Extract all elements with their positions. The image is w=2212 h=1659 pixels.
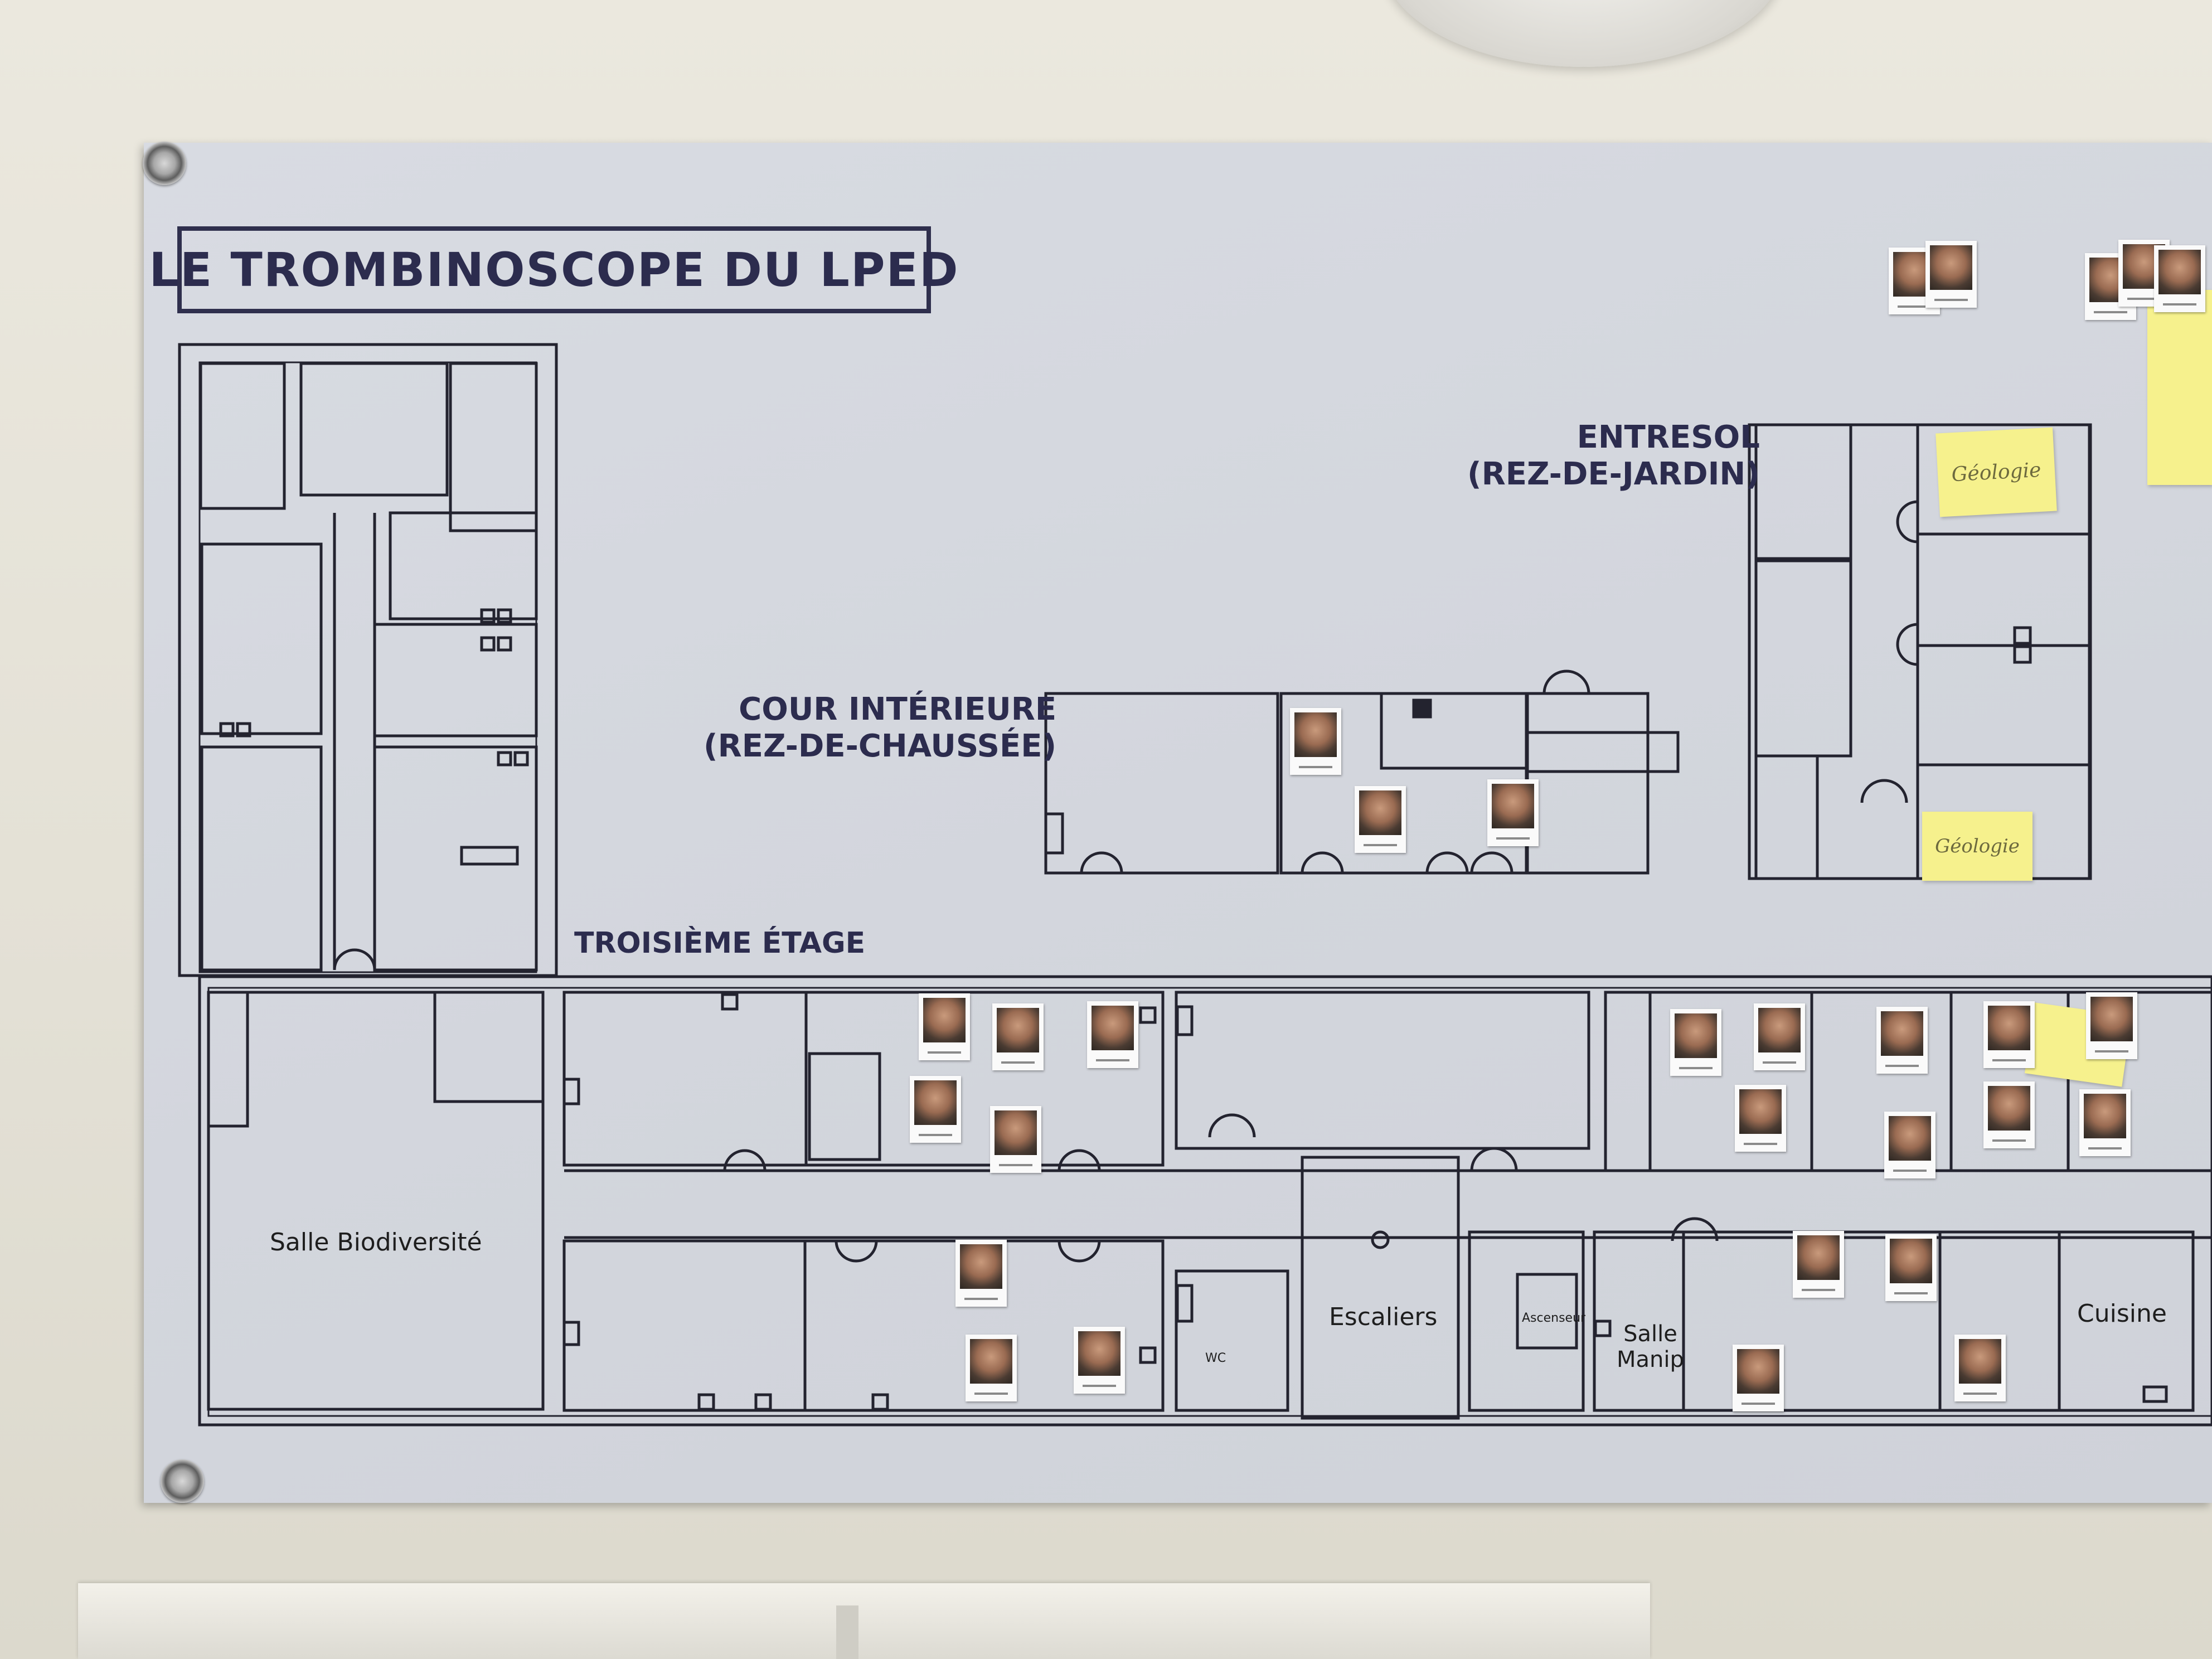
portrait-photo — [955, 1240, 1007, 1307]
portrait-photo — [910, 1076, 961, 1143]
label-entresol: ENTRESOL (REZ-DE-JARDIN) — [1467, 419, 1760, 493]
label-cour-line1: COUR INTÉRIEURE — [739, 691, 1057, 727]
room-cuisine: Cuisine — [2077, 1299, 2167, 1328]
radiator — [78, 1583, 1650, 1659]
room-salle-biodiversite: Salle Biodiversité — [270, 1228, 482, 1257]
radiator-pipe — [836, 1605, 858, 1659]
label-troisieme-etage: TROISIÈME ÉTAGE — [574, 926, 866, 960]
portrait-photo — [1925, 241, 1977, 308]
room-wc: WC — [1205, 1351, 1226, 1365]
portrait-photo — [1954, 1335, 2006, 1401]
portrait-photo — [992, 1003, 1044, 1070]
portrait-photo — [1885, 1234, 1937, 1301]
portrait-photo — [1793, 1231, 1844, 1298]
portrait-photo — [1355, 786, 1406, 853]
poster-title: LE TROMBINOSCOPE DU LPED — [149, 242, 959, 297]
portrait-photo — [1087, 1001, 1138, 1068]
sticky-note-geologie-top: Géologie — [1936, 427, 2057, 517]
portrait-photo — [1487, 779, 1539, 846]
portrait-photo — [919, 993, 970, 1060]
plan-third-floor — [198, 975, 2212, 1427]
portrait-photo — [2079, 1089, 2131, 1156]
label-entresol-line1: ENTRESOL — [1576, 419, 1760, 455]
label-cour-line2: (REZ-DE-CHAUSSÉE) — [704, 728, 1057, 765]
grommet-top-left — [143, 142, 186, 185]
portrait-photo — [1884, 1112, 1936, 1178]
portrait-photo — [1733, 1345, 1784, 1411]
portrait-photo — [1735, 1085, 1786, 1152]
portrait-photo — [1074, 1327, 1125, 1394]
room-escaliers: Escaliers — [1329, 1303, 1438, 1331]
portrait-photo — [1983, 1081, 2035, 1148]
portrait-photo — [2154, 245, 2205, 312]
room-salle-manip: Salle Manip — [1617, 1321, 1684, 1372]
portrait-photo — [1983, 1001, 2035, 1068]
portrait-photo — [1876, 1007, 1928, 1074]
sticky-note-geologie-bottom: Géologie — [1922, 812, 2032, 881]
portrait-photo — [1670, 1009, 1721, 1076]
portrait-photo — [1290, 708, 1341, 775]
sticky-note-edge — [2147, 290, 2212, 485]
label-cour-interieure: COUR INTÉRIEURE (REZ-DE-CHAUSSÉE) — [704, 691, 1056, 765]
grommet-bottom-left — [161, 1459, 204, 1503]
portrait-photo — [1754, 1003, 1805, 1070]
poster-board — [144, 143, 2212, 1503]
plan-left-wing — [178, 343, 558, 977]
portrait-photo — [2086, 992, 2137, 1059]
room-salle-manip-line1: Salle — [1623, 1321, 1677, 1347]
portrait-photo — [966, 1335, 1017, 1401]
room-salle-manip-line2: Manip — [1617, 1347, 1684, 1372]
room-ascenseur: Ascenseur — [1522, 1311, 1586, 1325]
portrait-photo — [990, 1106, 1041, 1173]
poster-title-box: LE TROMBINOSCOPE DU LPED — [149, 226, 958, 313]
label-entresol-line2: (REZ-DE-JARDIN) — [1467, 456, 1760, 493]
